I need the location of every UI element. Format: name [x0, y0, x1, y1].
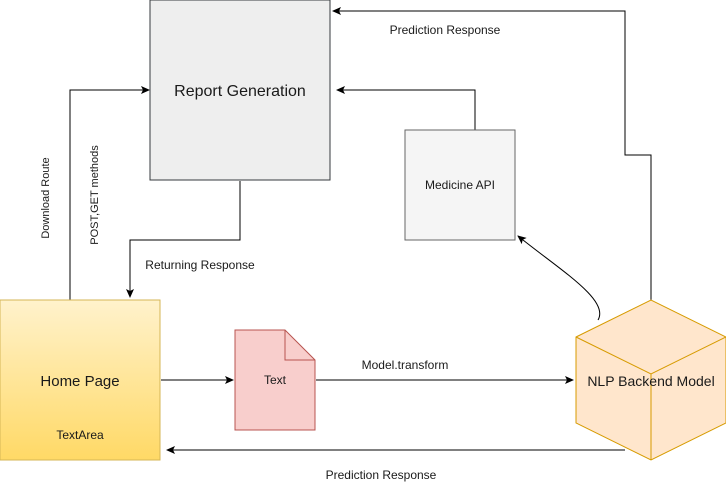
node-home-page[interactable]: Home Page TextArea [0, 299, 161, 461]
edge-report-to-home [126, 181, 241, 298]
medicine-api-label: Medicine API [425, 178, 495, 192]
nlp-backend-label: NLP Backend Model [587, 373, 714, 389]
prediction-response-top-label: Prediction Response [390, 23, 501, 37]
home-page-border [0, 299, 161, 461]
medicine-api-box [405, 130, 515, 240]
report-generation-box [150, 0, 330, 180]
returning-response-label: Returning Response [145, 258, 255, 272]
edge-home-to-report [69, 86, 150, 300]
textarea-label: TextArea [56, 428, 104, 442]
medicine-api-border [404, 129, 516, 241]
edge-medicine-to-report [336, 86, 476, 130]
prediction-response-bottom-label: Prediction Response [326, 468, 437, 482]
text-document-fold [284, 330, 315, 361]
report-generation-border [149, 0, 331, 181]
node-report-generation[interactable]: Report Generation [149, 0, 331, 181]
node-medicine-api[interactable]: Medicine API [404, 129, 516, 241]
download-route-label: Download Route [40, 157, 52, 238]
home-page-box [0, 300, 160, 460]
node-text-document[interactable]: Text [234, 329, 316, 431]
text-document-shape [235, 330, 315, 430]
nlp-cube-border [575, 299, 726, 461]
home-page-label: Home Page [40, 373, 119, 390]
post-get-methods-label: POST,GET methods [89, 145, 101, 245]
report-generation-label: Report Generation [174, 83, 306, 100]
node-nlp-backend-model[interactable]: NLP Backend Model [575, 299, 726, 461]
nlp-cube-edges [575, 336, 726, 460]
text-document-label: Text [264, 373, 287, 387]
text-document-border [234, 329, 316, 431]
model-transform-label: Model.transform [362, 358, 449, 372]
edge-nlp-to-medicine [517, 235, 601, 321]
edge-nlp-to-report [332, 7, 652, 300]
